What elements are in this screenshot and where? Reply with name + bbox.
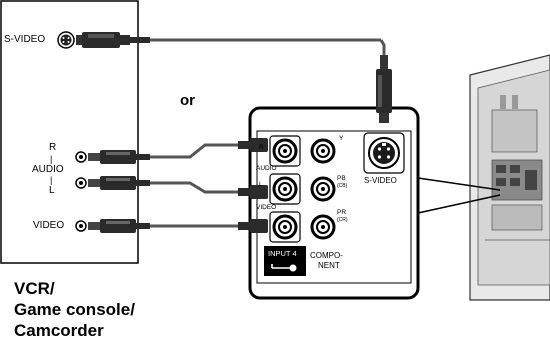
audio-cable-right <box>150 143 248 159</box>
device-audio-r-jack <box>75 151 87 163</box>
tv-jack-l-label: L <box>259 181 263 188</box>
device-audio-label: AUDIO <box>32 164 64 175</box>
tv-video-jack <box>269 211 301 243</box>
tv-component-label-line2: NENT <box>318 261 340 270</box>
rca-plug-audio-l-tv <box>238 185 268 199</box>
rca-plug-video-device <box>88 219 150 233</box>
tv-jack-pr-sub-label: (CR) <box>337 217 348 223</box>
tv-jack-pb-label: PB <box>337 175 346 182</box>
device-svideo-label: S-VIDEO <box>4 34 46 45</box>
tv-jack-pb-sub-label: (CB) <box>337 183 348 189</box>
tv-svideo-label: S-VIDEO <box>364 176 397 185</box>
device-audio-l-jack <box>75 177 87 189</box>
caption-line-2: Game console/ <box>14 300 135 319</box>
rca-plug-audio-r-tv <box>238 138 268 152</box>
rca-plug-audio-r-device <box>88 150 150 164</box>
callout-pointer-upper <box>417 177 501 191</box>
device-audio-separator-bottom: | <box>50 175 53 185</box>
svideo-plug-device-side <box>76 32 150 48</box>
caption-line-1: VCR/ <box>14 279 55 298</box>
tv-audio-r-jack <box>269 135 301 167</box>
callout-pointer-lower <box>417 194 501 214</box>
device-audio-l-label: L <box>49 185 55 196</box>
svideo-plug-tv-side <box>376 55 392 123</box>
tv-audio-label: AUDIO <box>256 165 277 172</box>
caption-line-3: Camcorder <box>14 321 104 340</box>
tv-component-y-jack <box>310 138 336 164</box>
input4-arrow-icon <box>271 264 297 272</box>
device-caption: VCR/ Game console/ Camcorder <box>14 278 135 341</box>
tv-audio-l-jack <box>269 173 301 205</box>
device-audio-separator-top: | <box>50 154 53 164</box>
tv-jack-pr-label: PR <box>337 209 347 216</box>
tv-jack-y-label: Y <box>339 135 344 142</box>
tv-component-pb-jack <box>310 176 336 202</box>
tv-component-label-line1: COMPO- <box>310 251 343 260</box>
device-video-jack <box>75 220 87 232</box>
input4-label-box <box>264 246 306 276</box>
or-label: or <box>180 92 195 109</box>
device-video-label: VIDEO <box>33 220 65 231</box>
svideo-cable-bend <box>379 39 386 55</box>
rca-plug-video-tv <box>238 219 268 233</box>
tv-jack-r-label: R <box>259 144 264 151</box>
device-svideo-jack <box>57 31 75 49</box>
tv-input4-label: INPUT 4 <box>268 249 297 258</box>
tv-set-illustration <box>469 54 550 301</box>
audio-cable-left <box>150 181 248 194</box>
rca-plug-audio-l-device <box>88 176 150 190</box>
tv-video-label: VIDEO <box>256 204 277 211</box>
tv-svideo-jack <box>363 132 405 174</box>
tv-component-pr-jack <box>310 214 336 240</box>
device-audio-r-label: R <box>49 142 57 153</box>
